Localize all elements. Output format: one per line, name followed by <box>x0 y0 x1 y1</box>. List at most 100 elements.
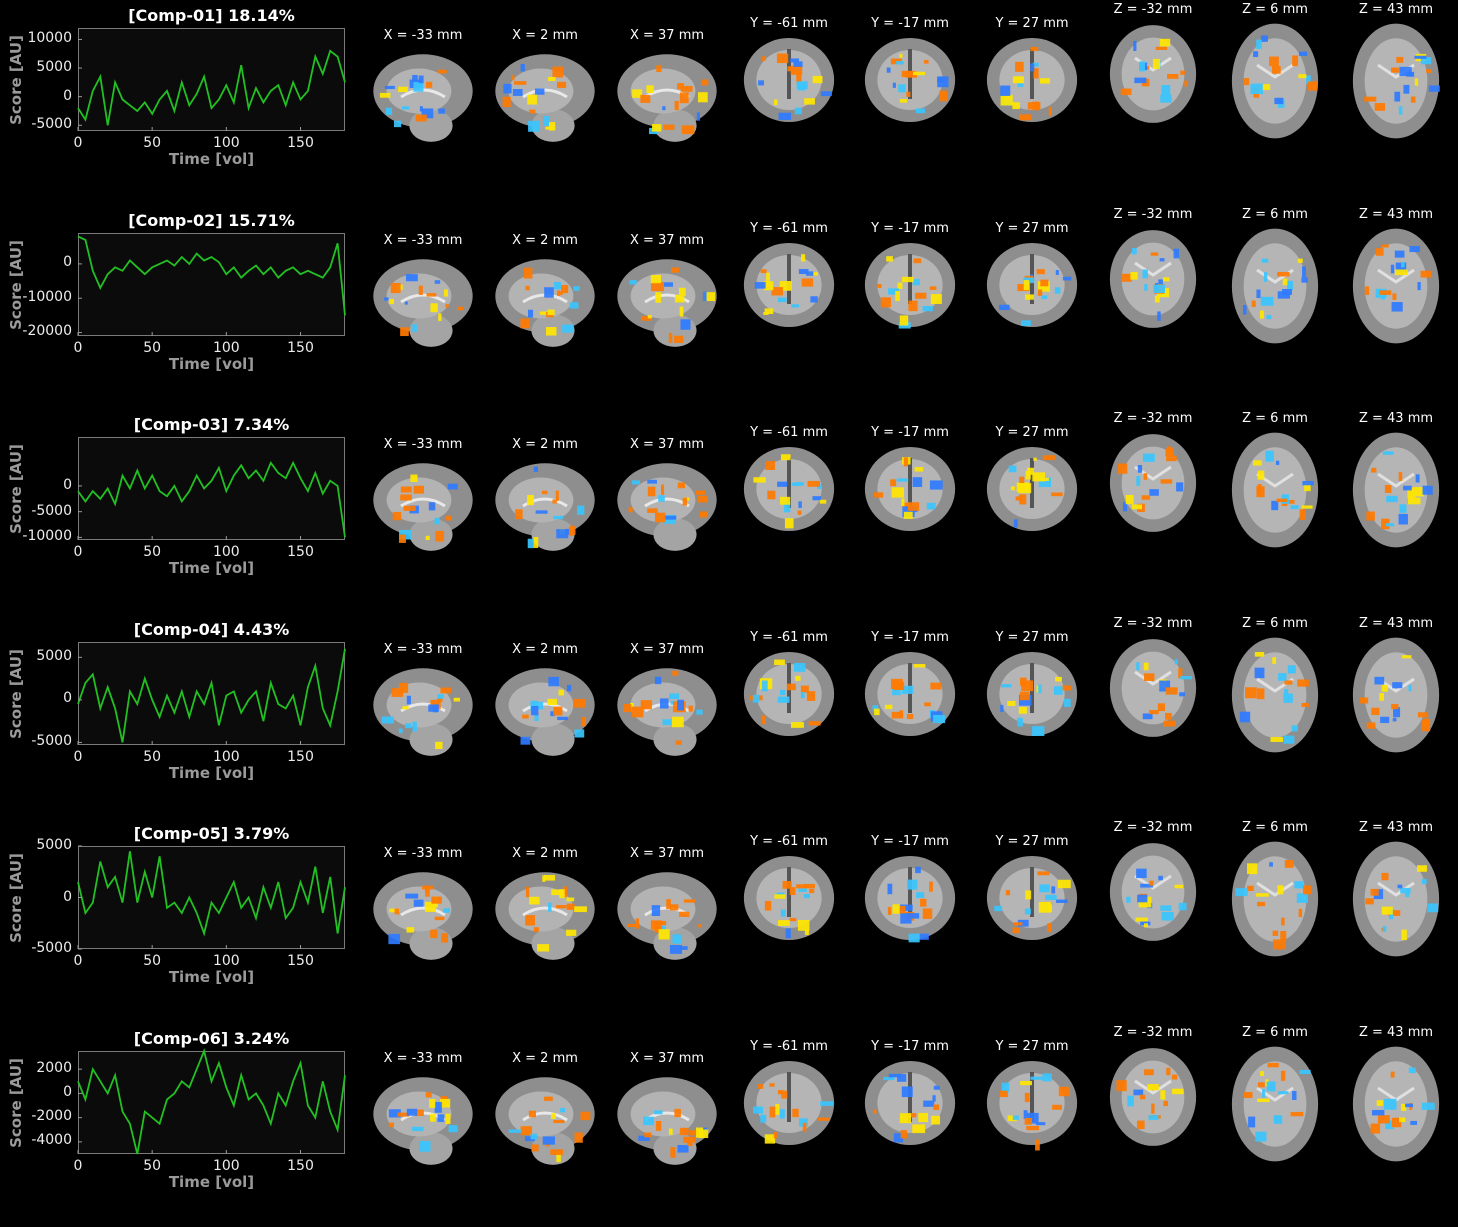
x-tick-label: 0 <box>58 1158 98 1174</box>
component-title: [Comp-03] 7.34% <box>78 415 345 434</box>
component-title: [Comp-01] 18.14% <box>78 6 345 25</box>
x-tick-label: 100 <box>206 544 246 560</box>
slice-coordinate-label: Y = -61 mm <box>750 221 828 236</box>
slice-coordinate-label: X = 37 mm <box>630 642 704 657</box>
brain-slice-image <box>862 443 958 543</box>
x-axis-label: Time [vol] <box>78 355 345 373</box>
brain-slice-image <box>1347 838 1445 960</box>
x-tick-label: 50 <box>132 749 172 765</box>
brain-slice-image <box>369 46 477 148</box>
slice-coordinate-label: Z = 6 mm <box>1242 1025 1308 1040</box>
brain-slice-image <box>1104 227 1202 331</box>
slice-coordinate-label: Z = 43 mm <box>1359 1025 1433 1040</box>
slice-coordinate-label: X = -33 mm <box>384 642 463 657</box>
brain-slice-image <box>862 852 958 952</box>
brain-slice-image <box>741 852 837 952</box>
slice-coordinate-label: Z = 43 mm <box>1359 2 1433 17</box>
brain-slice-image <box>1226 20 1324 142</box>
brain-slice-image <box>741 239 837 339</box>
timecourse-chart <box>78 233 345 336</box>
brain-slice-image <box>1226 838 1324 960</box>
brain-slice-image <box>491 864 599 966</box>
slice-coordinate-label: Y = -61 mm <box>750 16 828 31</box>
slice-coordinate-label: X = 2 mm <box>512 28 578 43</box>
x-tick-label: 50 <box>132 135 172 151</box>
x-tick-label: 150 <box>281 953 321 969</box>
brain-slice-image <box>984 239 1080 339</box>
brain-slice-image <box>984 1057 1080 1157</box>
slice-coordinate-label: Z = 6 mm <box>1242 616 1308 631</box>
x-tick-label: 150 <box>281 135 321 151</box>
x-tick-label: 0 <box>58 953 98 969</box>
brain-slice-image <box>369 455 477 557</box>
brain-slice-image <box>613 1069 721 1171</box>
brain-slice-image <box>491 251 599 353</box>
x-tick-label: 50 <box>132 340 172 356</box>
slice-coordinate-label: X = -33 mm <box>384 1051 463 1066</box>
slice-coordinate-label: Z = -32 mm <box>1114 207 1193 222</box>
slice-coordinate-label: Z = 6 mm <box>1242 820 1308 835</box>
brain-slice-image <box>1226 225 1324 347</box>
slice-coordinate-label: Y = -17 mm <box>871 425 949 440</box>
slice-coordinate-label: Z = 43 mm <box>1359 616 1433 631</box>
slice-coordinate-label: X = -33 mm <box>384 846 463 861</box>
x-tick-label: 150 <box>281 544 321 560</box>
component-title: [Comp-02] 15.71% <box>78 211 345 230</box>
slice-coordinate-label: X = 37 mm <box>630 437 704 452</box>
slice-coordinate-label: X = 2 mm <box>512 437 578 452</box>
brain-slice-image <box>369 864 477 966</box>
brain-slice-image <box>1226 634 1324 756</box>
slice-coordinate-label: X = -33 mm <box>384 437 463 452</box>
component-title: [Comp-06] 3.24% <box>78 1029 345 1048</box>
x-tick-label: 150 <box>281 749 321 765</box>
brain-slice-image <box>741 443 837 543</box>
slice-coordinate-label: Y = 27 mm <box>995 630 1068 645</box>
brain-slice-image <box>862 1057 958 1157</box>
brain-slice-image <box>1104 840 1202 944</box>
slice-coordinate-label: X = 2 mm <box>512 846 578 861</box>
brain-slice-image <box>1347 20 1445 142</box>
brain-slice-image <box>862 34 958 134</box>
brain-slice-image <box>1347 225 1445 347</box>
timecourse-line <box>78 851 345 933</box>
slice-coordinate-label: Z = 6 mm <box>1242 2 1308 17</box>
x-axis-label: Time [vol] <box>78 968 345 986</box>
x-axis-label: Time [vol] <box>78 764 345 782</box>
brain-slice-image <box>491 660 599 762</box>
x-axis-label: Time [vol] <box>78 559 345 577</box>
brain-slice-image <box>1226 429 1324 551</box>
timecourse-line <box>78 51 345 125</box>
slice-coordinate-label: X = 2 mm <box>512 233 578 248</box>
x-tick-label: 0 <box>58 135 98 151</box>
x-tick-label: 0 <box>58 544 98 560</box>
x-tick-label: 0 <box>58 749 98 765</box>
slice-coordinate-label: X = -33 mm <box>384 233 463 248</box>
slice-coordinate-label: Y = -17 mm <box>871 221 949 236</box>
slice-coordinate-label: Z = -32 mm <box>1114 616 1193 631</box>
x-axis-label: Time [vol] <box>78 1173 345 1191</box>
brain-slice-image <box>369 660 477 762</box>
slice-coordinate-label: Y = -17 mm <box>871 16 949 31</box>
timecourse-chart <box>78 28 345 131</box>
timecourse-chart <box>78 642 345 745</box>
brain-slice-image <box>613 864 721 966</box>
brain-slice-image <box>1104 1045 1202 1149</box>
slice-coordinate-label: X = 37 mm <box>630 233 704 248</box>
slice-coordinate-label: Y = 27 mm <box>995 834 1068 849</box>
brain-slice-image <box>1104 636 1202 740</box>
slice-coordinate-label: Y = -61 mm <box>750 1039 828 1054</box>
brain-slice-image <box>1347 429 1445 551</box>
slice-coordinate-label: Z = 43 mm <box>1359 820 1433 835</box>
slice-coordinate-label: Y = -61 mm <box>750 425 828 440</box>
brain-slice-image <box>984 34 1080 134</box>
x-tick-label: 100 <box>206 340 246 356</box>
timecourse-line <box>78 236 345 315</box>
x-tick-label: 50 <box>132 1158 172 1174</box>
timecourse-chart <box>78 846 345 949</box>
brain-slice-image <box>741 1057 837 1157</box>
slice-coordinate-label: Z = -32 mm <box>1114 411 1193 426</box>
y-tick-label: 5000 <box>2 837 72 853</box>
brain-slice-image <box>1104 431 1202 535</box>
brain-slice-image <box>613 455 721 557</box>
slice-coordinate-label: Y = -61 mm <box>750 630 828 645</box>
